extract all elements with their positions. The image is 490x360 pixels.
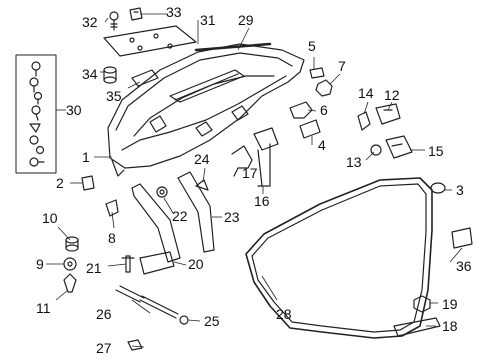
weatherstrip-outer [245,177,433,339]
weatherstrip-inner [251,183,427,333]
callout-30: 30 [66,102,82,118]
part-24 [195,179,209,191]
callout-33: 33 [166,4,182,20]
trunk-lid-top-strip [194,42,272,52]
hinge-20 [131,183,181,263]
callout-5: 5 [308,38,316,54]
callout-6: 6 [320,102,328,118]
part-10 [65,236,79,252]
callout-15: 15 [428,143,444,159]
leader-lines [46,13,463,348]
callout-22: 22 [172,208,188,224]
part-6 [289,101,313,119]
part-2 [81,175,95,191]
callout-4: 4 [318,137,326,153]
callout-35: 35 [106,88,122,104]
part-36 [451,227,473,249]
callout-29: 29 [238,12,254,28]
callout-27: 27 [96,340,112,356]
callout-32: 32 [82,14,98,30]
callout-12: 12 [384,87,400,103]
trunk-lid-panel [107,43,305,177]
part-12 [375,103,401,125]
callout-23: 23 [224,209,240,225]
callout-36: 36 [456,258,472,274]
fastener-set [29,61,45,167]
callout-9: 9 [36,256,44,272]
gas-strut [115,285,189,325]
part-15 [385,135,413,159]
part-21 [121,255,135,273]
callout-11: 11 [36,300,51,316]
callout-16: 16 [254,193,270,209]
part-22 [156,186,168,198]
bolt-32 [109,11,119,31]
callout-7: 7 [338,58,346,74]
callout-21: 21 [86,260,102,276]
license-bracket [103,25,197,57]
callout-34: 34 [82,66,98,82]
callout-20: 20 [188,256,204,272]
callout-2: 2 [56,175,64,191]
lock-assembly [231,127,279,187]
part-9 [63,257,77,271]
part-13 [370,144,382,156]
part-19 [413,295,431,313]
callout-14: 14 [358,85,374,101]
part-18 [393,317,441,337]
part-7 [315,79,333,97]
plug-34 [103,66,117,84]
callout-8: 8 [108,230,116,246]
handle-piece-35 [131,69,159,87]
fastener-box [15,54,57,174]
part-5 [309,67,325,79]
callout-26: 26 [96,306,112,322]
callout-18: 18 [442,318,458,334]
callout-13: 13 [346,154,362,170]
callout-25: 25 [204,313,220,329]
trim-strip-23 [177,171,215,253]
callout-28: 28 [276,306,292,322]
bolt-27 [127,339,143,351]
part-8 [105,199,119,217]
part-4 [299,119,321,139]
part-14 [357,111,371,131]
callout-24: 24 [194,151,210,167]
part-3 [430,182,446,194]
callout-31: 31 [200,12,216,28]
callout-1: 1 [82,149,90,165]
callout-19: 19 [442,296,458,312]
callout-10: 10 [42,210,58,226]
callout-17: 17 [242,165,258,181]
callout-3: 3 [456,182,464,198]
clip-33 [129,7,143,21]
part-11 [63,273,77,293]
hinge-base [139,251,175,275]
